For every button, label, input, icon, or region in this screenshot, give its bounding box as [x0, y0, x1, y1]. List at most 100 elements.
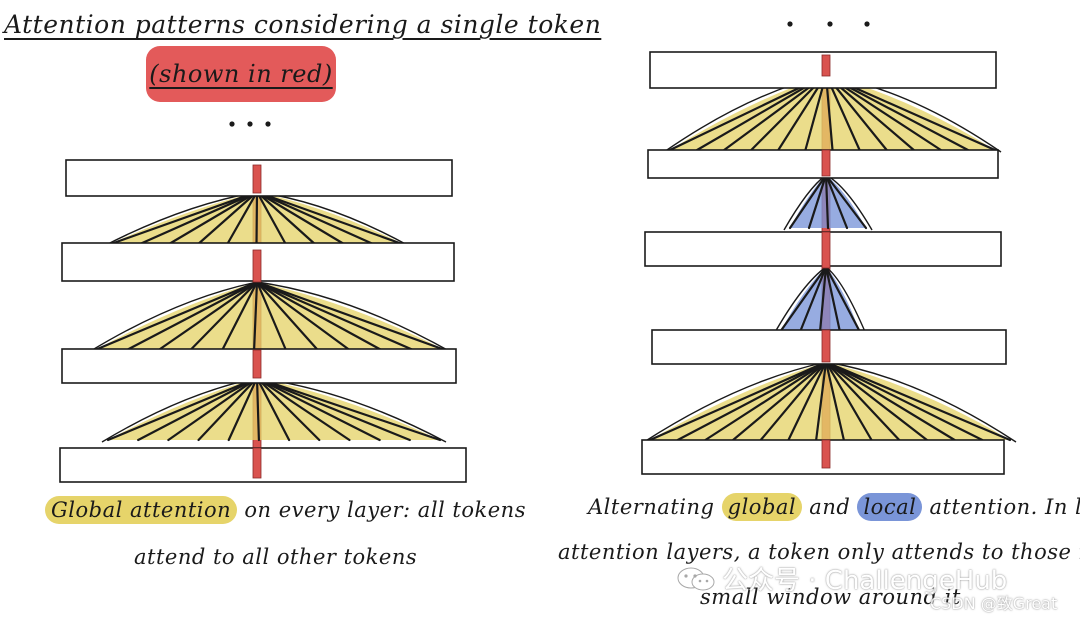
left-caption-rest: on every layer: all tokens	[237, 498, 526, 522]
right-global-fan-2-spoke	[759, 360, 828, 442]
right-caption-line1: Alternating global and local attention. …	[588, 493, 1080, 521]
left-fan-1-spoke	[255, 190, 259, 247]
right-local-fan-2-spoke	[818, 265, 828, 334]
right-token-seg-2	[821, 149, 831, 177]
right-local-fan-1-spoke	[807, 173, 828, 230]
right-token-seg-1	[821, 54, 831, 77]
left-fan-2-spoke	[255, 280, 319, 352]
right-ellipsis-dot	[864, 21, 870, 27]
right-local-fan-2-spoke	[778, 265, 828, 334]
right-global-fan-2-spoke	[824, 360, 845, 442]
right-caption-prefix: Alternating	[588, 495, 722, 519]
left-fan-2-edge-right	[256, 281, 452, 353]
left-token-seg-3	[252, 349, 262, 379]
right-global-fan-2-spoke	[648, 360, 828, 442]
left-fan-2-edge-left	[88, 281, 258, 353]
wechat-icon	[677, 567, 715, 590]
right-local-fan-2-spoke	[798, 265, 828, 334]
watermark-credit: CSDN @致Great	[930, 594, 1058, 613]
watermark-main: 公众号 · ChallengeHub	[676, 560, 1007, 597]
watermark-main-text: 公众号 · ChallengeHub	[722, 566, 1008, 596]
left-fan-2-spoke	[255, 280, 415, 352]
left-fan-1-spoke	[136, 190, 259, 247]
right-global-fan-2-spoke	[824, 360, 929, 442]
right-caption-line3: small window around it	[700, 585, 961, 609]
left-fan-2-spoke	[157, 280, 259, 352]
right-local-fan-1-spoke	[824, 173, 830, 230]
left-ellipsis-dot	[247, 121, 253, 127]
left-fan-2-spoke	[252, 280, 259, 352]
right-local-fan-2-edge-right	[825, 266, 867, 335]
right-token-seg-4	[821, 329, 831, 363]
right-caption-and: and	[802, 495, 858, 519]
left-fan-3-spoke	[255, 376, 442, 442]
right-diagram-alternating-attention	[641, 21, 1017, 475]
right-token-seg-3	[821, 231, 831, 269]
subtitle-badge: (shown in red)	[146, 46, 336, 102]
left-fan-3	[101, 376, 447, 443]
left-fan-1-spoke	[255, 190, 377, 247]
right-global-fan-2-spoke	[824, 360, 956, 442]
left-fan-1-spoke	[106, 190, 259, 247]
left-fan-2-spoke	[189, 280, 259, 352]
right-global-fan-2	[643, 360, 1017, 443]
left-token-seg-2	[252, 249, 262, 283]
left-token-seg-4	[252, 447, 262, 479]
left-fan-3-spoke	[167, 376, 259, 442]
right-local-fan-2	[773, 265, 867, 335]
right-global-fan-2-spoke	[704, 360, 828, 442]
left-fan-1-spoke	[255, 190, 407, 247]
right-caption-rest: attention. In local	[929, 495, 1080, 519]
right-global-fan-2-spoke	[824, 360, 984, 442]
right-global-fan-2-spoke	[676, 360, 828, 442]
left-fan-3-spoke	[106, 376, 259, 442]
left-fan-1-spoke	[196, 190, 259, 247]
right-global-fan-2-wash	[650, 362, 1010, 440]
left-fan-2-spoke	[255, 280, 351, 352]
left-ellipsis-dot	[265, 121, 271, 127]
local-word-highlight: local	[857, 493, 923, 521]
left-caption-line1: Global attention on every layer: all tok…	[45, 496, 526, 524]
global-word-highlight: global	[721, 493, 803, 521]
left-fan-1-spoke	[166, 190, 259, 247]
right-local-fan-1	[783, 173, 873, 231]
left-fan-3-spoke	[255, 376, 351, 442]
left-caption-line2: attend to all other tokens	[134, 545, 418, 569]
left-fan-3-spoke	[255, 376, 321, 442]
left-fan-2-spoke	[255, 280, 383, 352]
right-ellipsis-dot	[827, 21, 833, 27]
left-fan-2-spoke	[221, 280, 259, 352]
left-fan-3-spoke	[227, 376, 259, 442]
right-ellipsis-dot	[787, 21, 793, 27]
left-fan-1-spoke	[225, 190, 259, 247]
right-local-fan-2-spoke	[824, 265, 842, 334]
left-fan-1-spoke	[255, 190, 347, 247]
left-fan-3-spoke	[255, 376, 261, 442]
left-fan-1	[101, 190, 412, 248]
left-layer-box-4	[59, 447, 467, 483]
right-local-fan-1-spoke	[788, 173, 828, 230]
right-global-fan-2-edge-left	[643, 361, 827, 443]
left-fan-2-spoke	[93, 280, 259, 352]
right-token-seg-5	[821, 439, 831, 469]
left-fan-2	[88, 280, 452, 353]
right-local-fan-2-edge-left	[773, 266, 827, 335]
left-fan-3-spoke	[255, 376, 381, 442]
right-global-fan-2-spoke	[787, 360, 828, 442]
left-fan-1-spoke	[255, 190, 317, 247]
right-global-fan-2-spoke	[824, 360, 901, 442]
left-fan-3-spoke	[197, 376, 259, 442]
left-fan-2-spoke	[255, 280, 288, 352]
left-fan-3-spoke	[255, 376, 411, 442]
right-global-fan-2-spoke	[731, 360, 828, 442]
left-fan-2-spoke	[255, 280, 447, 352]
right-local-fan-1-spoke	[824, 173, 849, 230]
right-caption-line2: attention layers, a token only attends t…	[558, 540, 1080, 564]
global-attention-highlight: Global attention	[45, 496, 238, 524]
left-fan-1-spoke	[255, 190, 288, 247]
right-global-fan-2-spoke	[824, 360, 1012, 442]
right-global-fan-2-edge-right	[825, 361, 1017, 443]
right-local-fan-2-spoke	[824, 265, 862, 334]
left-fan-3-spoke	[255, 376, 291, 442]
